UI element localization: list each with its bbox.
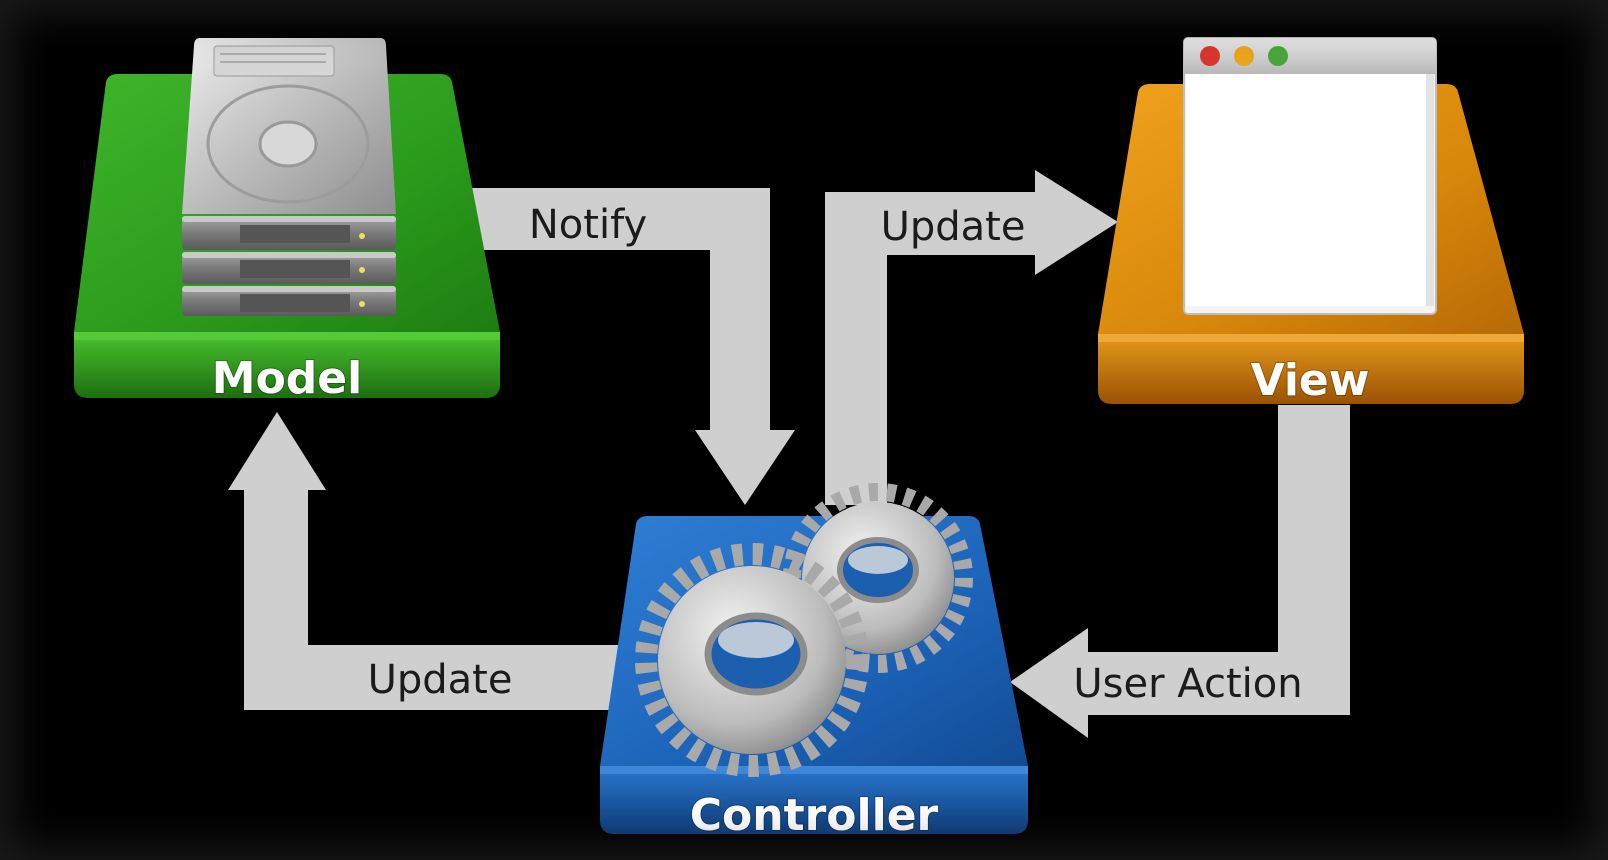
hard-drive-stack-icon <box>182 38 396 316</box>
arrow-update-to-model: Update <box>228 412 630 710</box>
app-window-icon <box>1183 37 1437 315</box>
large-gear-icon <box>635 543 869 777</box>
arrow-notify: Notify <box>470 188 795 505</box>
model-node: Model <box>74 38 500 405</box>
notify-arrow-shape <box>470 188 795 505</box>
view-node: View <box>1098 37 1524 407</box>
update-model-arrow-shape <box>228 412 630 710</box>
controller-node: Controller <box>600 483 1028 842</box>
arrow-update-to-view: Update <box>825 170 1118 505</box>
user-action-label: User Action <box>1073 661 1302 707</box>
window-minimize-icon <box>1234 46 1254 66</box>
model-label: Model <box>212 353 362 404</box>
gears-icon <box>635 483 973 777</box>
update-view-label: Update <box>881 204 1026 250</box>
update-model-label: Update <box>368 657 513 703</box>
small-gear-icon <box>783 483 973 673</box>
user-action-arrow-shape <box>1010 405 1350 738</box>
view-label: View <box>1251 355 1370 406</box>
controller-label: Controller <box>690 790 939 841</box>
notify-label: Notify <box>529 202 647 248</box>
arrow-user-action: User Action <box>1010 405 1350 738</box>
update-view-arrow-shape <box>825 170 1118 505</box>
window-close-icon <box>1200 46 1220 66</box>
window-zoom-icon <box>1268 46 1288 66</box>
